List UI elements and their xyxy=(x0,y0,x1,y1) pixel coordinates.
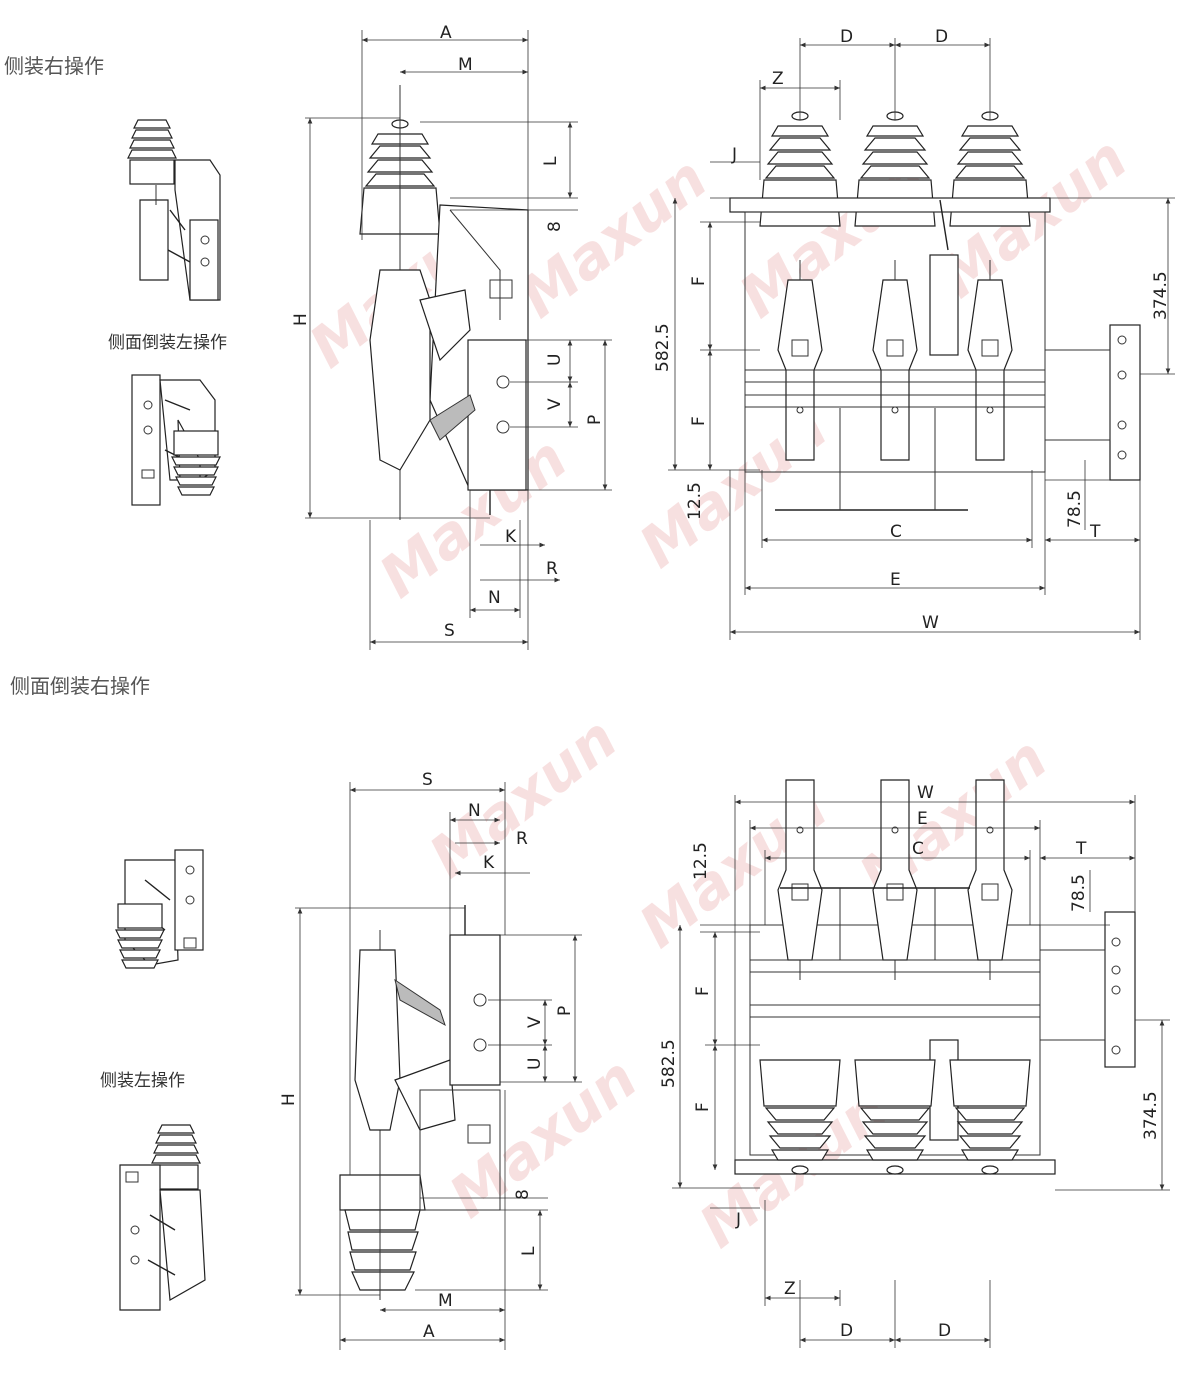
top-front-label-Z: Z xyxy=(772,69,784,89)
top-side-label-8: 8 xyxy=(545,221,565,232)
top-front-label-C: C xyxy=(890,522,902,542)
bottom-side-label-V: V xyxy=(525,1016,545,1028)
bottom-front-label-F1: F xyxy=(693,986,713,996)
top-right-mount-thumbnail xyxy=(127,119,221,301)
top-front-view xyxy=(729,111,1141,511)
bottom-front-label-D1: D xyxy=(840,1321,853,1341)
bottom-side-dimensions xyxy=(295,782,582,1350)
bottom-inverted-right-thumbnail xyxy=(115,849,204,969)
bottom-side-label-M: M xyxy=(438,1291,453,1311)
top-front-label-D1: D xyxy=(840,27,853,47)
top-side-label-S: S xyxy=(444,621,455,641)
top-front-label-F2: F xyxy=(689,416,709,426)
bottom-left-mount-thumbnail xyxy=(119,1124,206,1311)
svg-text:Maxun: Maxun xyxy=(507,144,720,331)
caption-bottom-inset: 侧装左操作 xyxy=(100,1071,185,1091)
bottom-front-label-D2: D xyxy=(938,1321,951,1341)
top-side-label-L: L xyxy=(541,156,561,166)
top-front-label-D2: D xyxy=(935,27,948,47)
top-front-label-E: E xyxy=(890,570,901,590)
top-front-label-78: 78.5 xyxy=(1065,490,1085,528)
caption-bottom-section: 侧面倒装右操作 xyxy=(10,674,150,698)
bottom-side-label-U: U xyxy=(525,1058,545,1070)
bottom-side-label-K: K xyxy=(483,853,495,873)
top-side-label-P: P xyxy=(585,415,605,425)
top-side-label-H: H xyxy=(291,313,311,326)
bottom-front-label-J: J xyxy=(735,1210,741,1230)
top-front-dimensions xyxy=(668,38,1175,640)
top-front-label-374: 374.5 xyxy=(1151,271,1171,320)
bottom-side-label-H: H xyxy=(279,1093,299,1106)
bottom-front-view xyxy=(734,779,1136,1175)
caption-top-inset: 侧面倒装左操作 xyxy=(108,333,227,353)
caption-top-section: 侧装右操作 xyxy=(4,54,104,78)
top-front-label-F1: F xyxy=(689,276,709,286)
top-front-label-J: J xyxy=(731,145,737,165)
top-side-view xyxy=(359,85,529,520)
bottom-front-label-12: 12.5 xyxy=(691,842,711,880)
top-side-label-R: R xyxy=(546,559,558,579)
top-side-label-N: N xyxy=(488,588,501,608)
bottom-front-label-374: 374.5 xyxy=(1141,1091,1161,1140)
bottom-side-label-S: S xyxy=(422,770,433,790)
bottom-front-label-E: E xyxy=(917,809,928,829)
bottom-front-label-C: C xyxy=(912,839,924,859)
top-front-label-W: W xyxy=(922,613,939,633)
bottom-front-label-582: 582.5 xyxy=(659,1039,679,1088)
bottom-front-label-F2: F xyxy=(693,1102,713,1112)
bottom-side-label-P: P xyxy=(555,1006,575,1016)
top-front-label-12: 12.5 xyxy=(685,482,705,520)
bottom-side-label-A: A xyxy=(423,1322,435,1342)
bottom-front-label-W: W xyxy=(917,783,934,803)
top-side-label-A: A xyxy=(440,23,452,43)
bottom-side-label-R: R xyxy=(516,829,528,849)
svg-text:Maxun: Maxun xyxy=(417,704,630,891)
top-side-label-M: M xyxy=(458,55,473,75)
top-side-label-K: K xyxy=(505,527,517,547)
bottom-front-label-78: 78.5 xyxy=(1069,874,1089,912)
bottom-side-label-8: 8 xyxy=(513,1189,533,1200)
bottom-front-label-T: T xyxy=(1075,839,1087,859)
top-side-label-V: V xyxy=(545,398,565,410)
top-front-label-582: 582.5 xyxy=(653,323,673,372)
top-side-dimensions xyxy=(305,30,612,650)
top-inverted-left-thumbnail xyxy=(131,374,221,506)
bottom-front-label-Z: Z xyxy=(784,1279,796,1299)
bottom-side-view xyxy=(339,905,501,1300)
bottom-front-dimensions xyxy=(672,795,1170,1348)
top-front-label-T: T xyxy=(1089,522,1101,542)
top-side-label-U: U xyxy=(545,354,565,366)
bottom-side-label-N: N xyxy=(468,801,481,821)
bottom-side-label-L: L xyxy=(519,1246,539,1256)
